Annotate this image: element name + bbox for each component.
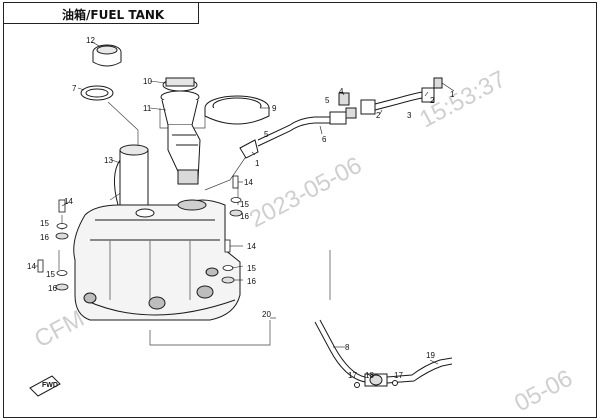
callout-15c: 15 [40,219,49,228]
callout-8: 8 [345,343,350,352]
fuel-lines [239,77,443,159]
callout-labels: 12 7 10 11 9 13 5 1 6 5 4 2 3 2 1 14 15 … [27,36,455,380]
callout-13: 13 [104,156,113,165]
fwd-label: FWD [42,382,58,389]
callout-17a: 17 [348,371,357,380]
callout-19: 19 [426,351,435,360]
callout-4: 4 [339,87,344,96]
callout-7: 7 [72,84,77,93]
callout-16d: 16 [48,284,57,293]
retaining-ring [204,95,270,125]
callout-20: 20 [262,310,271,319]
callout-5a: 5 [264,130,269,139]
callout-15d: 15 [46,270,55,279]
callout-14d: 14 [27,262,36,271]
callout-16b: 16 [247,277,256,286]
callout-14c: 14 [64,197,73,206]
fuel-pump [160,77,201,185]
vent-line [314,319,453,388]
callout-15b: 15 [247,264,256,273]
callout-5b: 5 [325,96,330,105]
callout-9: 9 [272,104,277,113]
callout-15a: 15 [240,200,249,209]
filler-cap [92,44,122,67]
leader-lines [34,41,455,378]
callout-14a: 14 [244,178,253,187]
callout-16a: 16 [240,212,249,221]
watermark-date: 2023-05-06 [245,152,366,233]
callout-10: 10 [143,77,152,86]
callout-12: 12 [86,36,95,45]
callout-1b: 1 [450,90,455,99]
callout-17b: 17 [394,371,403,380]
callout-3: 3 [407,111,412,120]
callout-6: 6 [322,135,327,144]
callout-2a: 2 [376,111,381,120]
diagram-frame [3,2,597,418]
callout-1a: 1 [255,159,260,168]
callout-2b: 2 [430,96,435,105]
cap-gasket [80,85,114,101]
callout-14b: 14 [247,242,256,251]
callout-16c: 16 [40,233,49,242]
title-box: 油箱/FUEL TANK [3,2,199,24]
fwd-arrow-icon: FWD [29,375,61,397]
callout-11: 11 [143,104,152,113]
diagram-title: 油箱/FUEL TANK [62,8,165,22]
callout-18: 18 [365,371,374,380]
watermark-date-fragment: 05-06 [510,365,577,418]
fuel-tank [73,144,241,321]
